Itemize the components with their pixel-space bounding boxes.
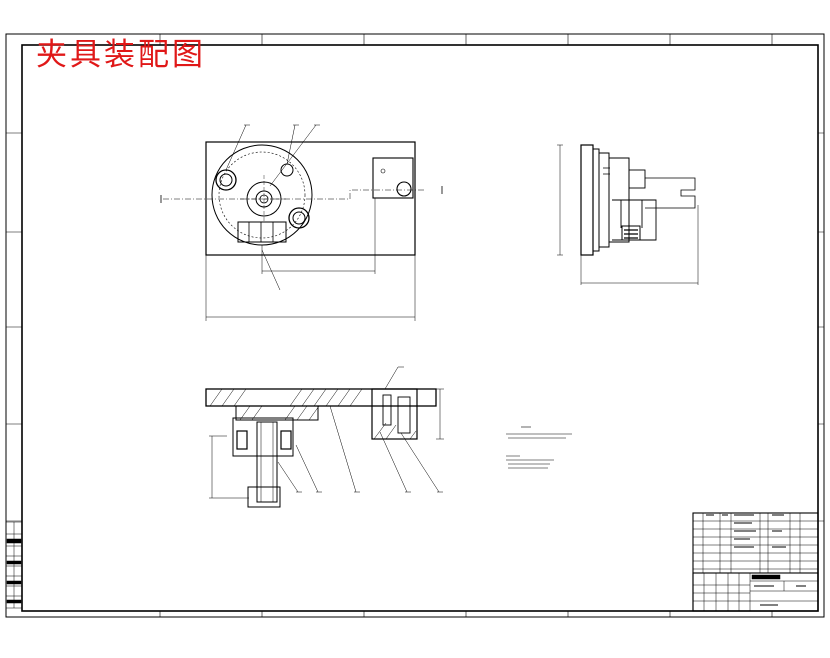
left-margin-table: [5, 521, 23, 609]
top-view: [160, 124, 443, 321]
drawing-frame: [5, 33, 825, 618]
side-view: [557, 144, 699, 285]
technical-notes: [506, 426, 572, 469]
front-section-view: [205, 366, 444, 508]
drawing-title: 夹具装配图: [36, 37, 206, 73]
title-block: [692, 512, 819, 612]
